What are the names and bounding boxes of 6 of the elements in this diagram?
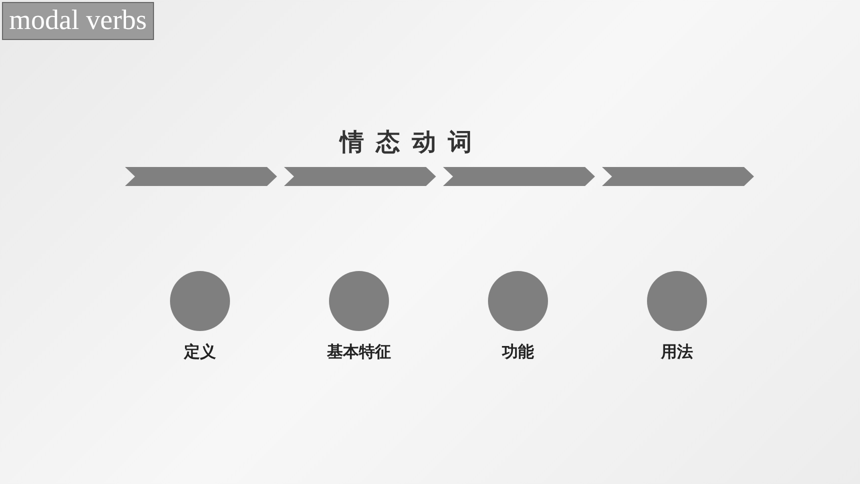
circle-label: 功能 xyxy=(500,342,535,363)
title: 情态动词 xyxy=(340,127,484,158)
circle-label: 用法 xyxy=(660,342,694,363)
title-tag: modal verbs xyxy=(2,2,154,40)
circle-label: 定义 xyxy=(182,342,217,363)
circle-label: 基本特征 xyxy=(326,342,392,363)
